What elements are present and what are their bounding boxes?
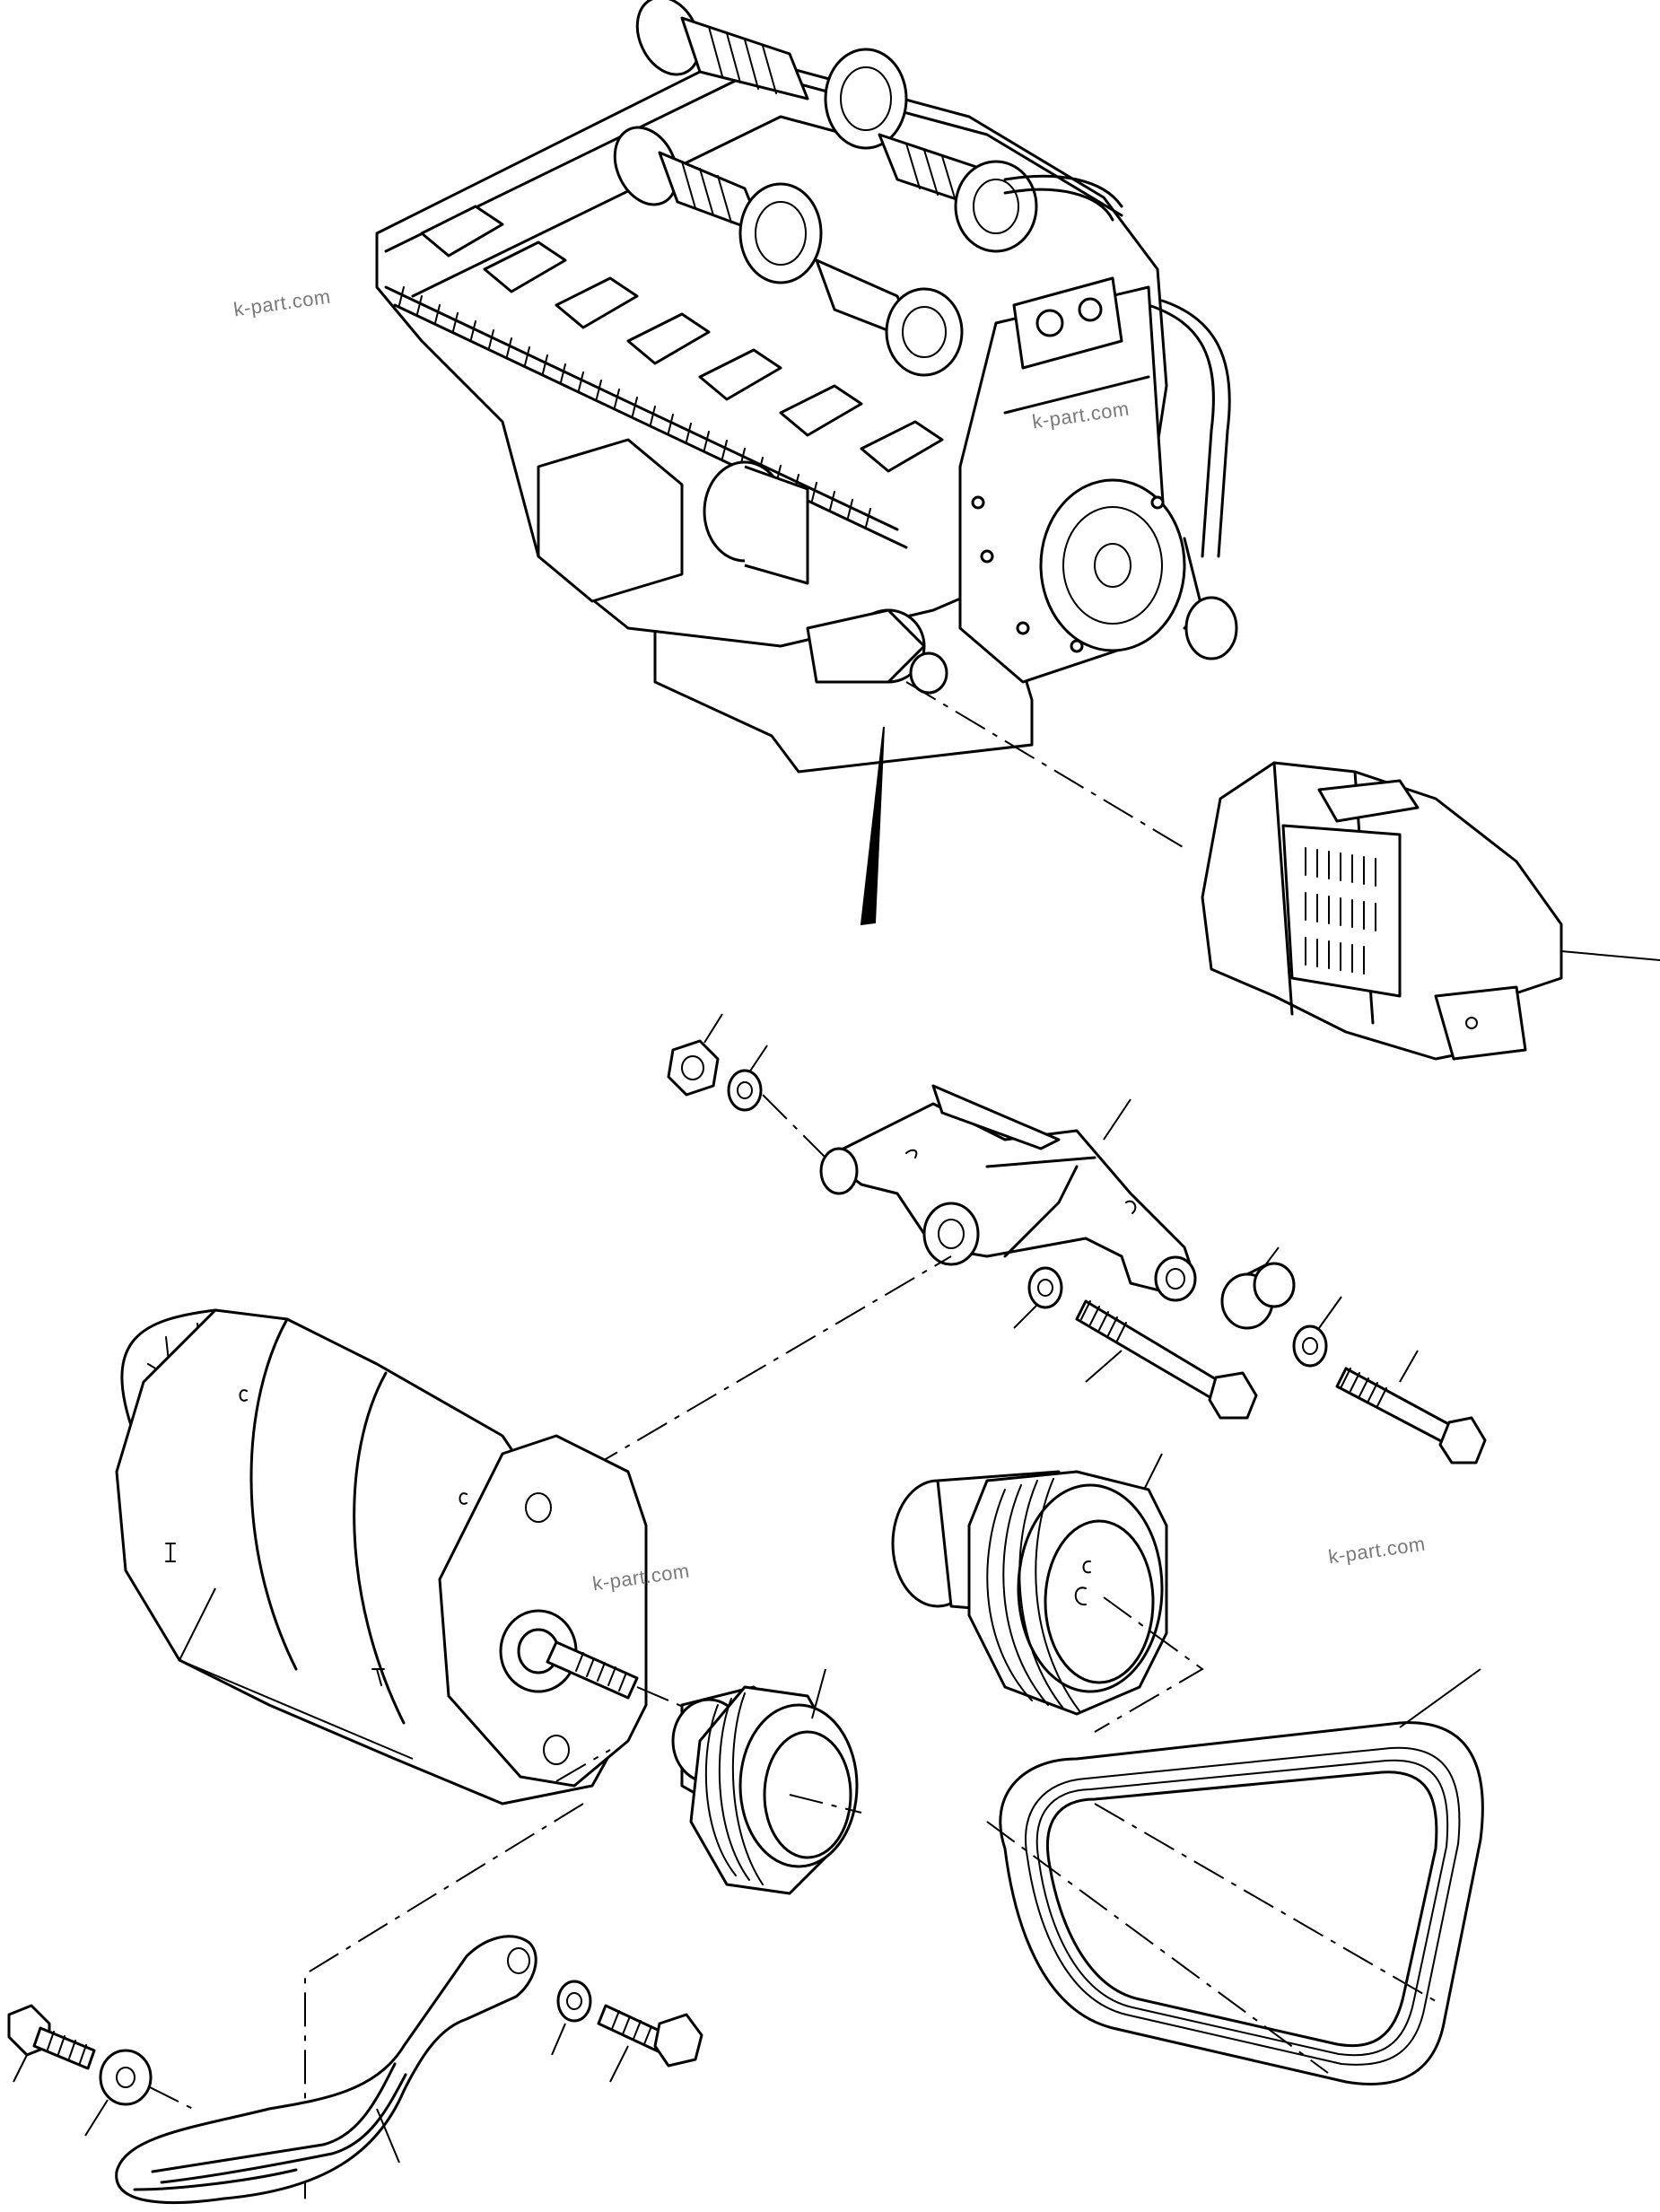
alternator bbox=[115, 1308, 648, 1805]
crankshaft-pulley bbox=[891, 1470, 1168, 1716]
alternator-pulley bbox=[671, 1685, 859, 1895]
washer bbox=[1292, 1325, 1328, 1368]
spacer bbox=[1220, 1262, 1296, 1330]
bolt bbox=[1075, 1299, 1258, 1420]
adjusting-arm bbox=[115, 1935, 537, 2205]
nut bbox=[667, 1039, 720, 1097]
v-belt bbox=[999, 1721, 1484, 2085]
washer bbox=[99, 2049, 153, 2106]
washer bbox=[556, 1980, 592, 2023]
washer bbox=[727, 1069, 763, 1112]
alternator-bracket bbox=[819, 1084, 1197, 1302]
bolt bbox=[597, 2004, 703, 2068]
washer bbox=[1027, 1266, 1063, 1309]
bolt bbox=[7, 2004, 96, 2070]
bolt bbox=[1335, 1367, 1487, 1464]
engine-assembly bbox=[375, 0, 1238, 774]
alternator-cover bbox=[1201, 761, 1563, 1061]
engine-pointer bbox=[860, 726, 885, 926]
